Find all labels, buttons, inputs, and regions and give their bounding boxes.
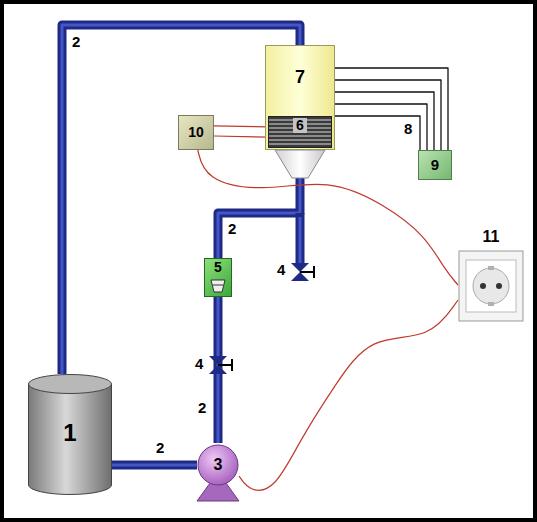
pump-body xyxy=(198,445,238,485)
valve-handle xyxy=(313,266,315,278)
tank-lid xyxy=(29,375,112,394)
heater-wire xyxy=(214,126,268,137)
callout-number: 9 xyxy=(431,157,439,174)
valve-body xyxy=(291,263,309,272)
wire-line xyxy=(335,116,420,150)
wire-line xyxy=(214,126,268,127)
wire-line xyxy=(335,80,441,150)
ground-clip xyxy=(488,266,494,270)
tank-body xyxy=(29,384,112,494)
socket-frame xyxy=(459,251,523,321)
flow-meter-icon xyxy=(210,278,226,294)
water-tank: 1 xyxy=(28,374,112,495)
thermocouple-wires xyxy=(335,68,448,150)
pipe xyxy=(112,465,197,466)
power-cable xyxy=(239,300,458,490)
drain-pipe xyxy=(296,213,305,264)
float-cup xyxy=(211,280,225,292)
callout-number: 6 xyxy=(293,118,307,133)
socket-plate xyxy=(466,260,516,312)
wire-line xyxy=(198,150,458,285)
valve-body xyxy=(209,356,227,365)
pipe-number: 2 xyxy=(228,221,236,238)
socket-outline xyxy=(458,250,524,322)
valve-handle xyxy=(218,364,232,366)
valve-handle xyxy=(300,271,314,273)
pipe-number: 2 xyxy=(72,34,80,51)
pump: 3 xyxy=(197,443,239,487)
valve-number: 4 xyxy=(277,262,285,279)
control-box: 10 xyxy=(178,115,214,150)
data-logger: 9 xyxy=(418,150,452,180)
ground-clip xyxy=(488,302,494,306)
valve-symbol xyxy=(291,263,314,281)
callout-number: 10 xyxy=(188,125,204,140)
drain-pipe-shine xyxy=(299,217,302,264)
valve-body xyxy=(291,272,309,281)
wire-line xyxy=(335,92,434,150)
valve-handle xyxy=(231,359,233,371)
socket-hole xyxy=(496,283,502,289)
socket-hole xyxy=(480,283,486,289)
flow-meter: 5 xyxy=(204,258,232,297)
wire-line xyxy=(335,68,448,150)
callout-number: 11 xyxy=(483,228,500,246)
part-number: 1 xyxy=(63,420,76,446)
pipe-number: 2 xyxy=(156,440,164,457)
wire-line xyxy=(214,136,268,137)
pipe-line xyxy=(112,464,197,467)
pipe-line xyxy=(112,461,197,470)
funnel xyxy=(275,150,325,178)
pipe-number: 2 xyxy=(198,400,206,417)
wire-line xyxy=(239,300,458,490)
part-number: 7 xyxy=(295,68,305,88)
test-chamber: 76 xyxy=(265,45,335,150)
wire-bundle-number: 8 xyxy=(404,121,412,138)
valve-symbol xyxy=(209,356,232,374)
valve-number: 4 xyxy=(195,356,203,373)
power-cable xyxy=(198,150,458,285)
wire-line xyxy=(335,104,427,150)
heater-block: 6 xyxy=(268,116,332,148)
float-level xyxy=(213,285,223,286)
power-socket: 11 xyxy=(458,228,524,322)
valve-body xyxy=(209,365,227,374)
callout-number: 5 xyxy=(214,260,222,275)
socket-well xyxy=(473,268,509,304)
part-number: 3 xyxy=(214,456,223,474)
